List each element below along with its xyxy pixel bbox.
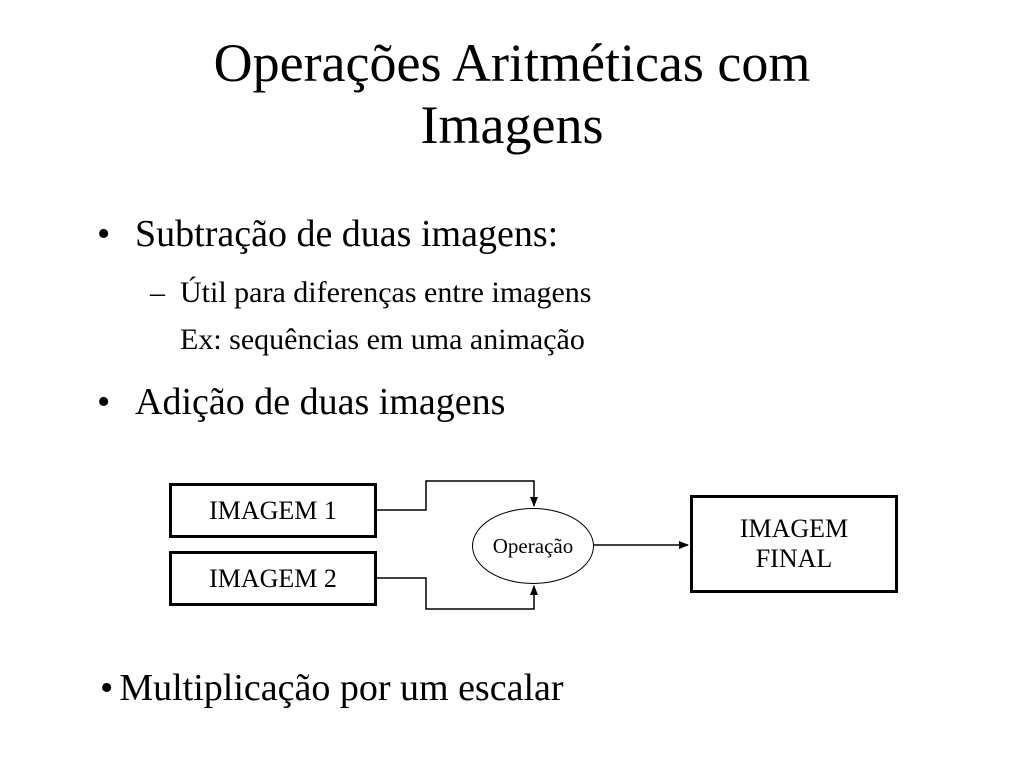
bullet-text: Subtração de duas imagens: (135, 213, 559, 255)
bullet-text: Multiplicação por um escalar (119, 667, 564, 709)
bullet-mark: • (100, 667, 114, 709)
sub-item-text: Útil para diferenças entre imagens (180, 276, 592, 309)
bullet-text: Adição de duas imagens (135, 381, 506, 423)
diagram-operation-label: Operação (492, 533, 574, 558)
sub-item-dash: – (150, 276, 165, 309)
diagram-box-label: IMAGEM 1 (209, 495, 337, 525)
diagram-box-image-2: IMAGEM 2 (169, 551, 377, 606)
sub-item-example: Ex: sequências em uma animação (180, 320, 585, 360)
sub-item-text: Ex: sequências em uma animação (180, 323, 585, 356)
bullet-item-subtraction: • Subtração de duas imagens: (97, 212, 558, 256)
diagram-final-label-line-2: FINAL (755, 544, 833, 573)
bullet-item-scalar-multiplication: •Multiplicação por um escalar (100, 666, 564, 710)
diagram-final-label-line-1: IMAGEM (739, 514, 849, 543)
bullet-item-addition: • Adição de duas imagens (97, 380, 505, 424)
bullet-mark: • (97, 381, 111, 423)
diagram-box-final-image: IMAGEM FINAL (690, 495, 898, 593)
sub-item-useful: –Útil para diferenças entre imagens (150, 273, 591, 313)
diagram-box-label: IMAGEM 2 (209, 563, 337, 593)
slide-title-line-1: Operações Aritméticas com (213, 33, 811, 93)
diagram-box-image-1: IMAGEM 1 (169, 483, 377, 538)
connector-image2-to-operation (377, 577, 538, 610)
slide-title: Operações Aritméticas com Imagens (0, 32, 1024, 156)
bullet-mark: • (97, 213, 111, 255)
connector-image1-to-operation (377, 480, 538, 511)
diagram-operation-node: Operação (472, 508, 594, 584)
slide-title-line-2: Imagens (420, 95, 604, 155)
